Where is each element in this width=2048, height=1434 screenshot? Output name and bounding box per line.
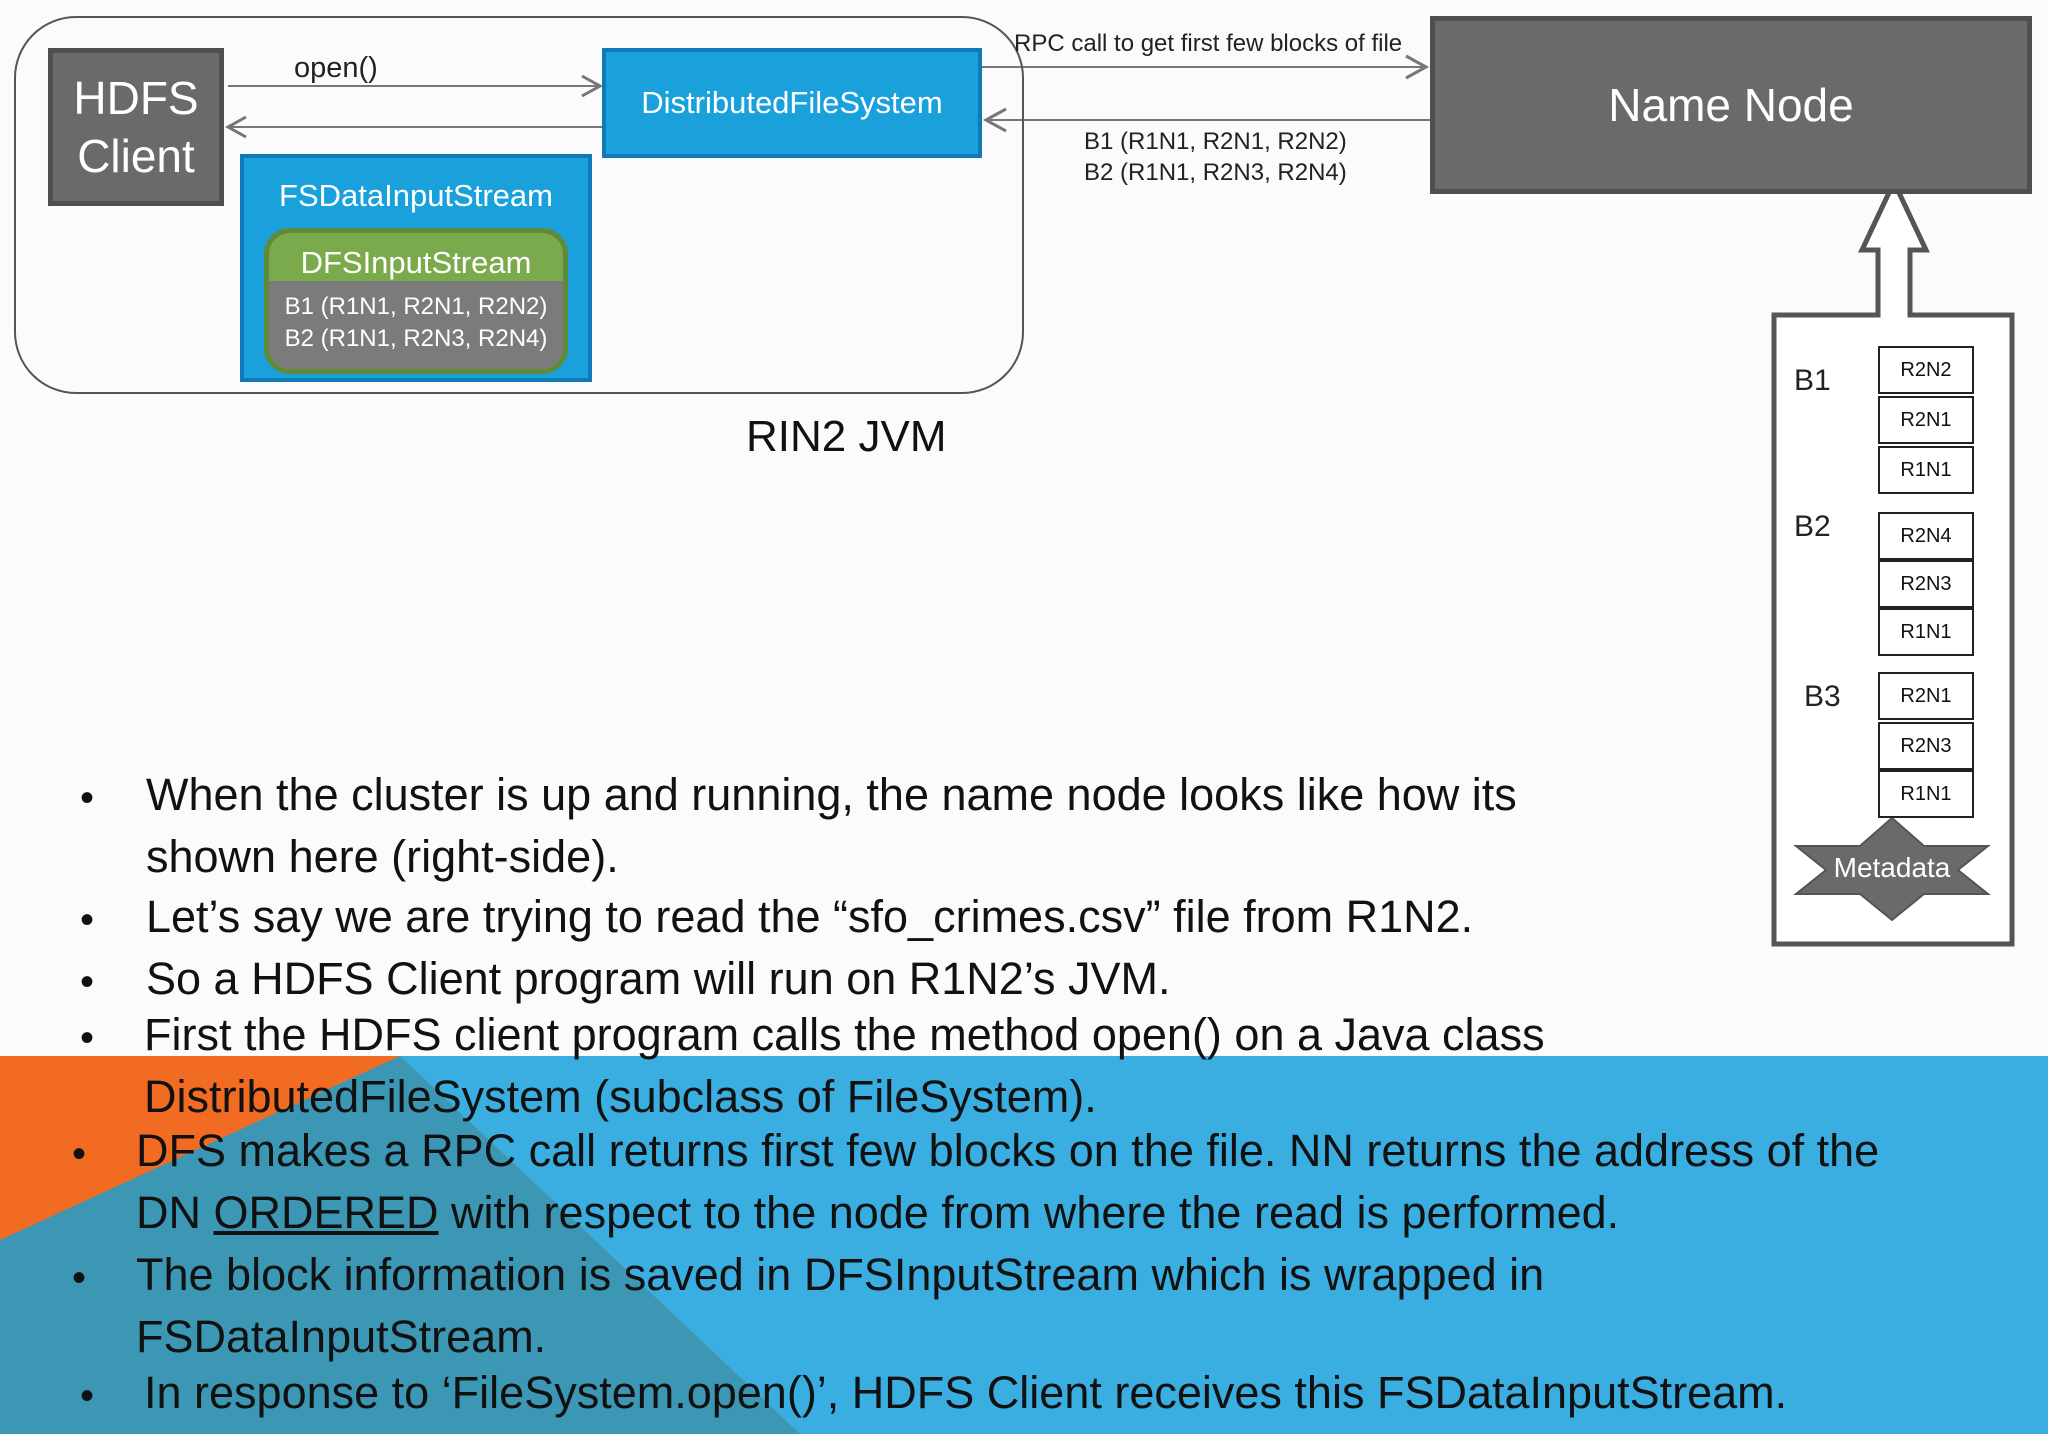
bullet-4-line1: First the HDFS client program calls the … [144,1009,1545,1060]
hdfs-client-line1: HDFS [73,72,199,124]
bullet-dot: • [72,1132,87,1176]
bullet-7-line1: In response to ‘FileSystem.open()’, HDFS… [144,1367,1788,1418]
bullet-5-line1: DFS makes a RPC call returns first few b… [136,1125,1880,1176]
block-b1-replica: R1N1 [1878,446,1974,494]
block-b1-replica: R2N2 [1878,346,1974,394]
ordered-emphasis: ORDERED [213,1187,439,1238]
block-b2-replica: R1N1 [1878,608,1974,656]
hdfs-client-line2: Client [77,130,195,182]
reply-block-list: B1 (R1N1, R2N1, R2N2) B2 (R1N1, R2N3, R2… [1084,126,1347,188]
dfsinputstream-block-list: B1 (R1N1, R2N1, R2N2) B2 (R1N1, R2N3, R2… [269,281,563,369]
bullet-dot: • [72,1256,87,1300]
block-b1-replica: R2N1 [1878,396,1974,444]
block-b3-replica: R1N1 [1878,770,1974,818]
name-node-label: Name Node [1608,79,1854,131]
bullet-6-line2: FSDataInputStream. [136,1311,547,1362]
bullet-1-line2: shown here (right-side). [146,831,619,882]
hdfs-client-box: HDFS Client [48,48,224,206]
dfs-block-b1: B1 (R1N1, R2N1, R2N2) [284,293,548,320]
name-node-box: Name Node [1430,16,2032,194]
fsdatainputstream-label: FSDataInputStream [279,178,553,213]
bullet-5-line2-post: with respect to the node from where the … [438,1187,1620,1238]
reply-block-b1: B1 (R1N1, R2N1, R2N2) [1084,128,1347,155]
bullet-4-line2: DistributedFileSystem (subclass of FileS… [144,1071,1097,1122]
block-b3-replica: R2N3 [1878,722,1974,770]
metadata-diamond [1793,816,1991,922]
bullet-5-line2-pre: DN [136,1187,214,1238]
bullet-dot: • [80,898,95,942]
block-b2-replica: R2N3 [1878,560,1974,608]
banner-teal [0,1056,800,1434]
bullet-5-line2: DN ORDERED with respect to the node from… [136,1182,1619,1243]
distributed-filesystem-label: DistributedFileSystem [641,85,943,120]
block-b1-label: B1 [1794,364,1831,397]
jvm-container [14,16,1024,394]
open-label: open() [294,52,378,84]
block-b2-label: B2 [1794,510,1831,543]
bullet-dot: • [80,1016,95,1060]
bullet-1-line1: When the cluster is up and running, the … [146,769,1517,820]
bullet-6-line1: The block information is saved in DFSInp… [136,1249,1545,1300]
bullet-dot: • [80,1374,95,1418]
jvm-label: RIN2 JVM [746,412,947,461]
fsdatainputstream-box: FSDataInputStream DFSInputStream B1 (R1N… [240,154,592,382]
bullet-2-line1: Let’s say we are trying to read the “sfo… [146,891,1474,942]
reply-block-b2: B2 (R1N1, R2N3, R2N4) [1084,159,1347,186]
dfsinputstream-box: DFSInputStream B1 (R1N1, R2N1, R2N2) B2 … [264,228,568,374]
bullet-3-line1: So a HDFS Client program will run on R1N… [146,953,1171,1004]
block-b3-label: B3 [1804,680,1841,713]
dfsinputstream-label: DFSInputStream [300,245,532,280]
dfs-block-b2: B2 (R1N1, R2N3, R2N4) [284,325,548,352]
rpc-label: RPC call to get first few blocks of file [1014,30,1403,57]
bullet-dot: • [80,776,95,820]
block-b2-replica: R2N4 [1878,512,1974,560]
distributed-filesystem-box: DistributedFileSystem [602,48,982,158]
block-b3-replica: R2N1 [1878,672,1974,720]
bullet-dot: • [80,960,95,1004]
metadata-label: Metadata [1833,852,1951,883]
